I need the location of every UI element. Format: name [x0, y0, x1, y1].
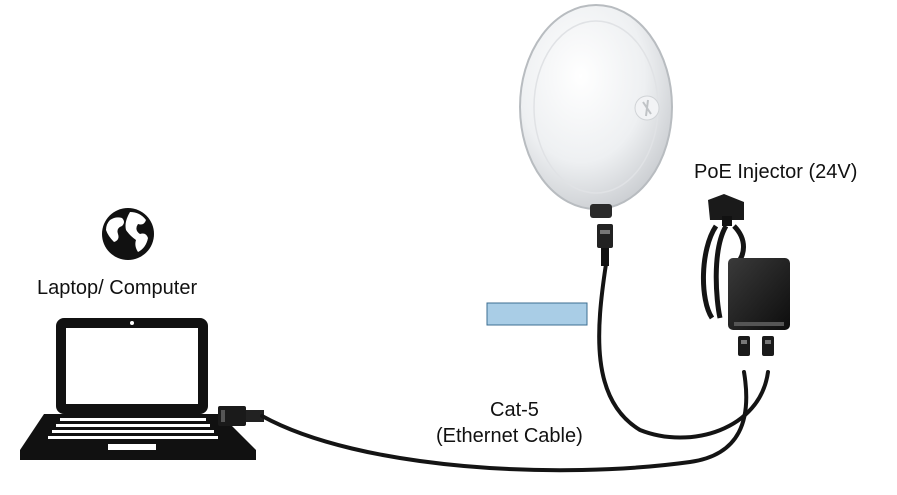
globe-icon: [102, 208, 154, 260]
rj45-connector-icon: [218, 406, 264, 426]
ethernet-cables: [260, 262, 770, 473]
cable-description-label: (Ethernet Cable): [436, 425, 583, 447]
cable-type-label: Cat-5: [490, 399, 539, 421]
placeholder-box: [486, 302, 588, 326]
laptop-icon: [20, 318, 256, 460]
antenna-dish-icon: [519, 4, 673, 266]
poe-injector-label: PoE Injector (24V): [694, 161, 858, 183]
laptop-label: Laptop/ Computer: [37, 277, 198, 299]
poe-injector-icon: [700, 194, 790, 356]
